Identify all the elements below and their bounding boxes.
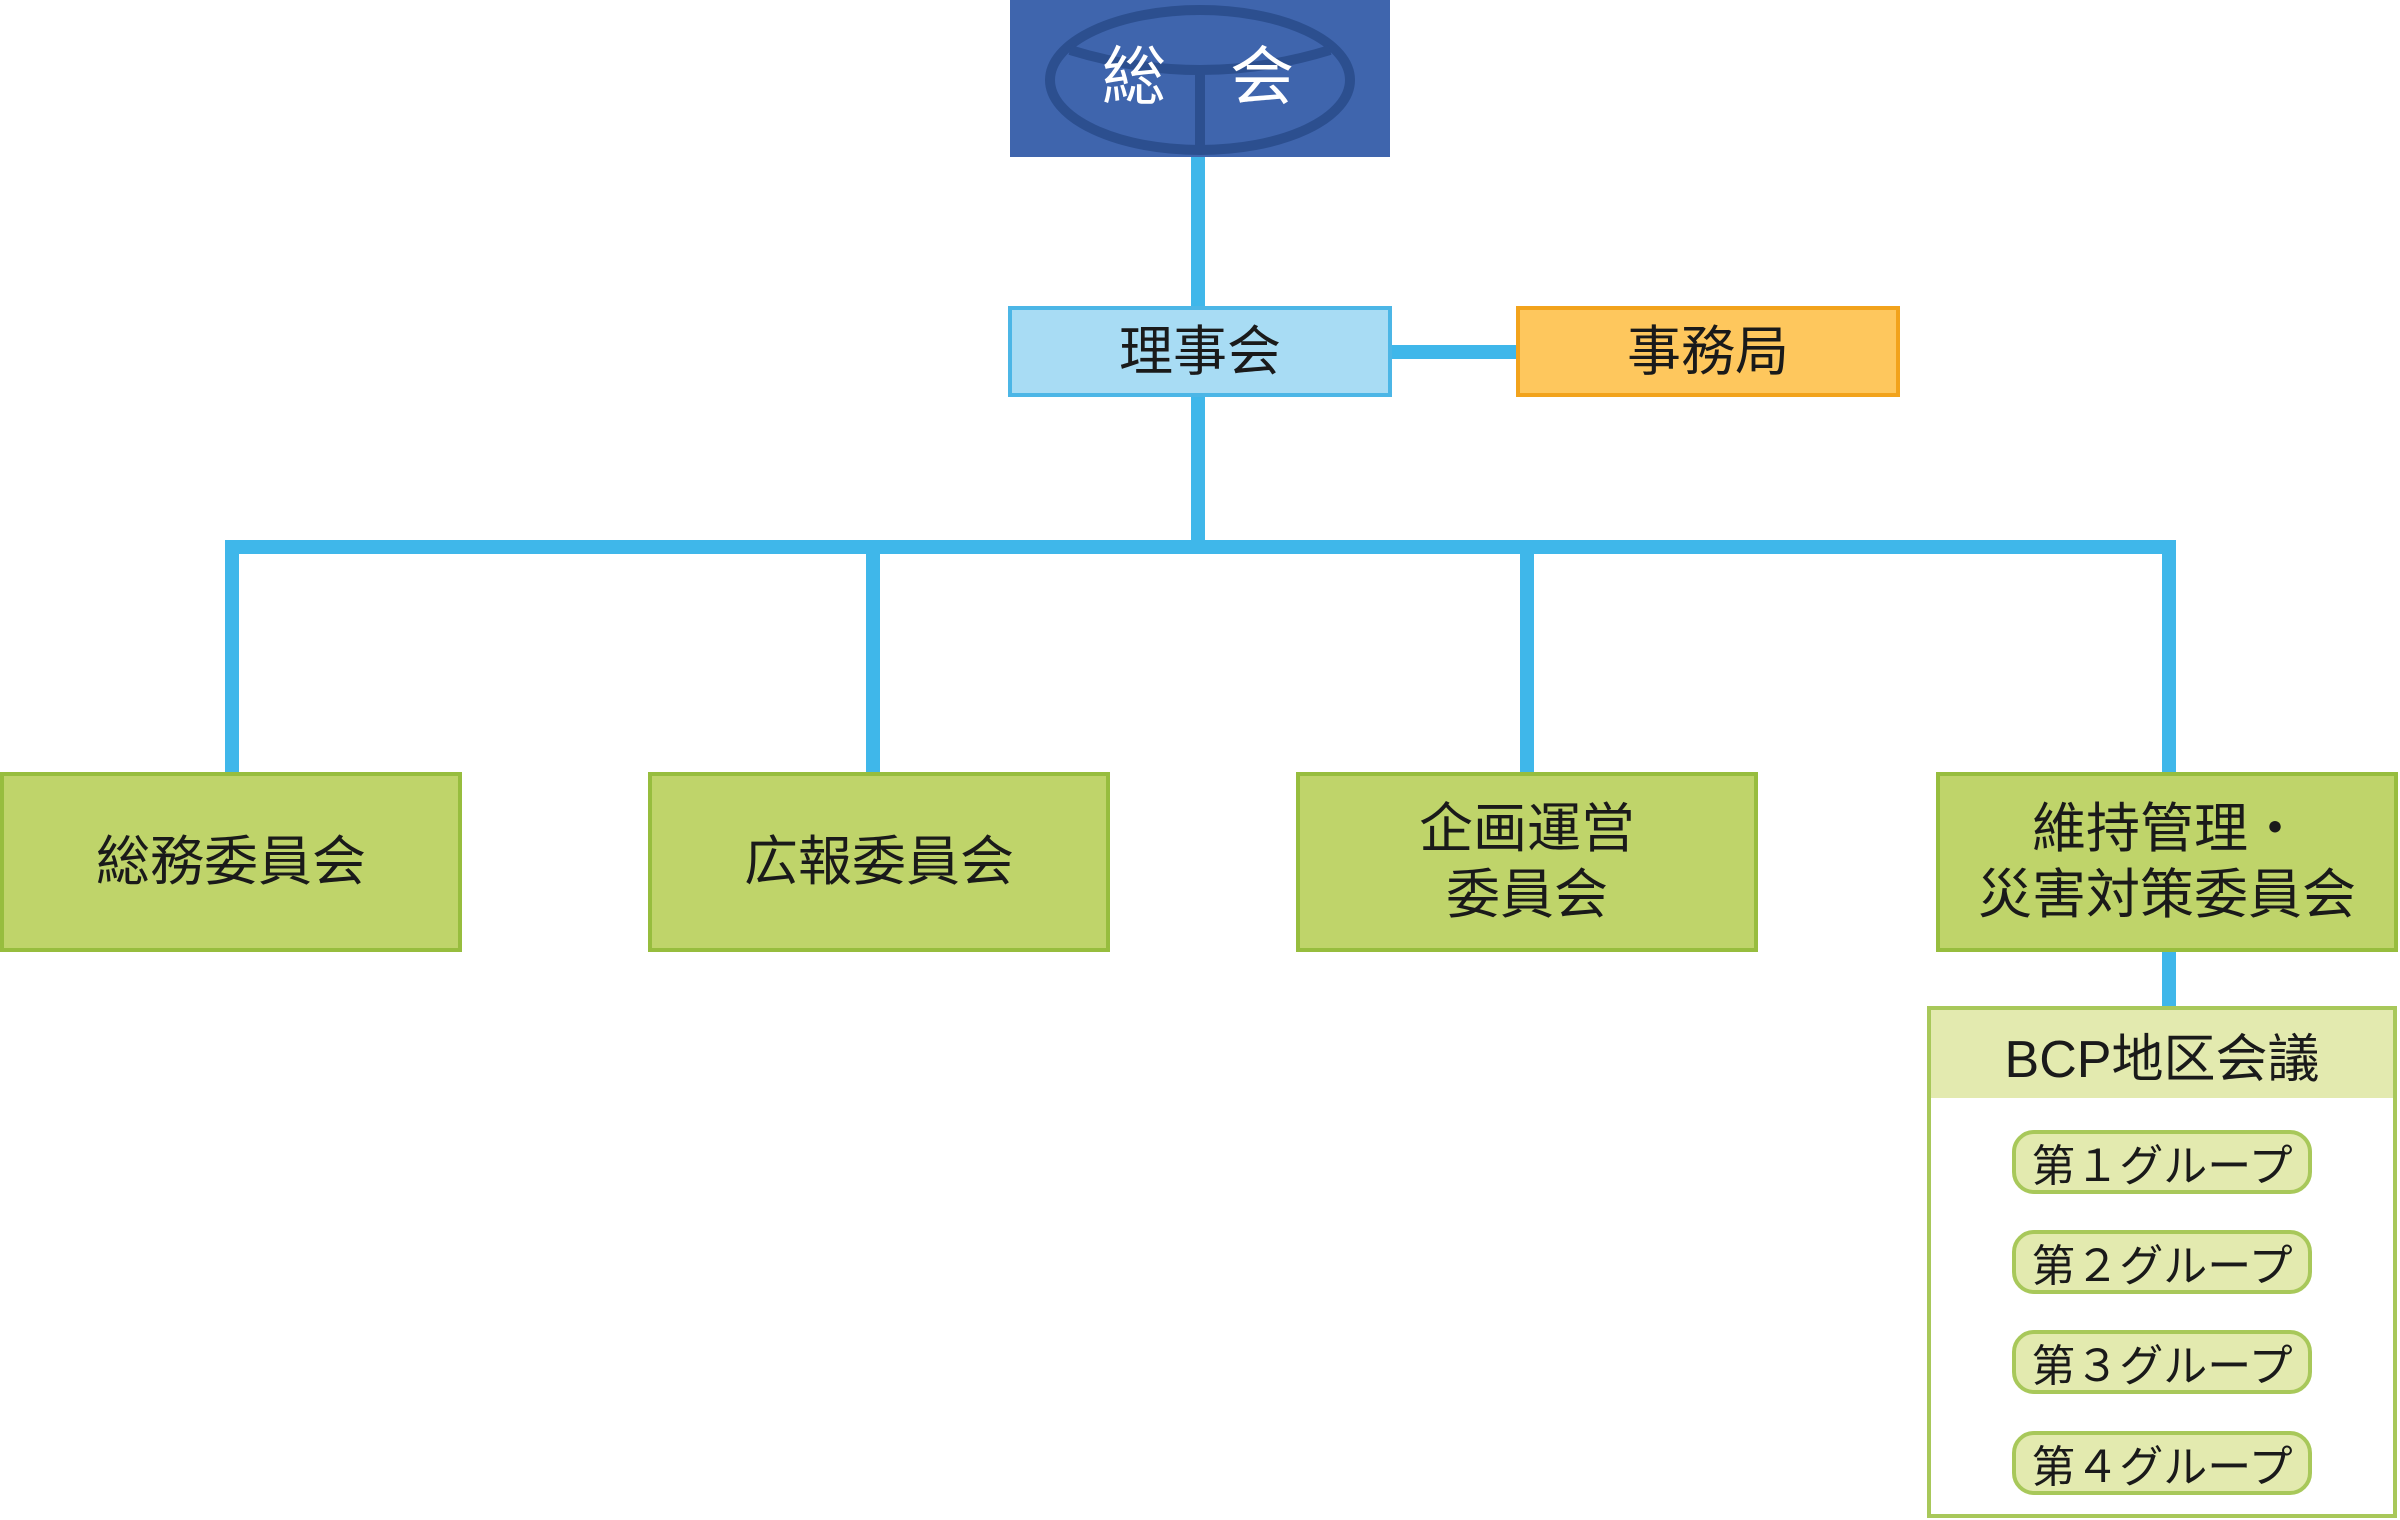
- committee-label-line-2: 委員会: [1446, 863, 1608, 926]
- bcp-district-council-box: BCP地区会議 第１グループ 第２グループ 第３グループ 第４グループ: [1927, 1006, 2397, 1518]
- bcp-group-4: 第４グループ: [2012, 1431, 2312, 1495]
- bcp-group-label: 第４グループ: [2031, 1442, 2293, 1493]
- general-meeting-box: 総 会: [1010, 0, 1390, 157]
- bcp-group-2: 第２グループ: [2012, 1230, 2312, 1294]
- bcp-group-label: 第２グループ: [2031, 1241, 2293, 1292]
- connector-group: [225, 157, 2176, 1006]
- bcp-group-label: 第１グループ: [2031, 1141, 2293, 1192]
- committee-general-affairs: 総務委員会: [0, 772, 462, 952]
- secretariat-label: 事務局: [1627, 319, 1789, 383]
- steering-wheel-emblem-icon: [1045, 5, 1355, 155]
- bcp-group-label: 第３グループ: [2031, 1341, 2293, 1392]
- committee-label-line-1: 企画運営: [1419, 797, 1635, 861]
- committee-maintenance-disaster: 維持管理・ 災害対策委員会: [1936, 772, 2398, 952]
- bcp-group-3: 第３グループ: [2012, 1330, 2312, 1394]
- board-box: 理事会: [1008, 306, 1392, 397]
- committee-planning-operations: 企画運営 委員会: [1296, 772, 1758, 952]
- committee-label-line-1: 広報委員会: [744, 830, 1014, 894]
- general-meeting-char-1: 総: [1102, 41, 1170, 116]
- general-meeting-char-2: 会: [1230, 41, 1298, 116]
- bcp-group-1: 第１グループ: [2012, 1130, 2312, 1194]
- secretariat-box: 事務局: [1516, 306, 1900, 397]
- board-label: 理事会: [1119, 319, 1281, 383]
- committee-label-line-1: 総務委員会: [96, 830, 366, 894]
- committee-label-line-1: 維持管理・: [2032, 797, 2302, 861]
- committee-label-line-2: 災害対策委員会: [1978, 863, 2356, 926]
- bcp-title: BCP地区会議: [1931, 1010, 2393, 1098]
- committee-public-relations: 広報委員会: [648, 772, 1110, 952]
